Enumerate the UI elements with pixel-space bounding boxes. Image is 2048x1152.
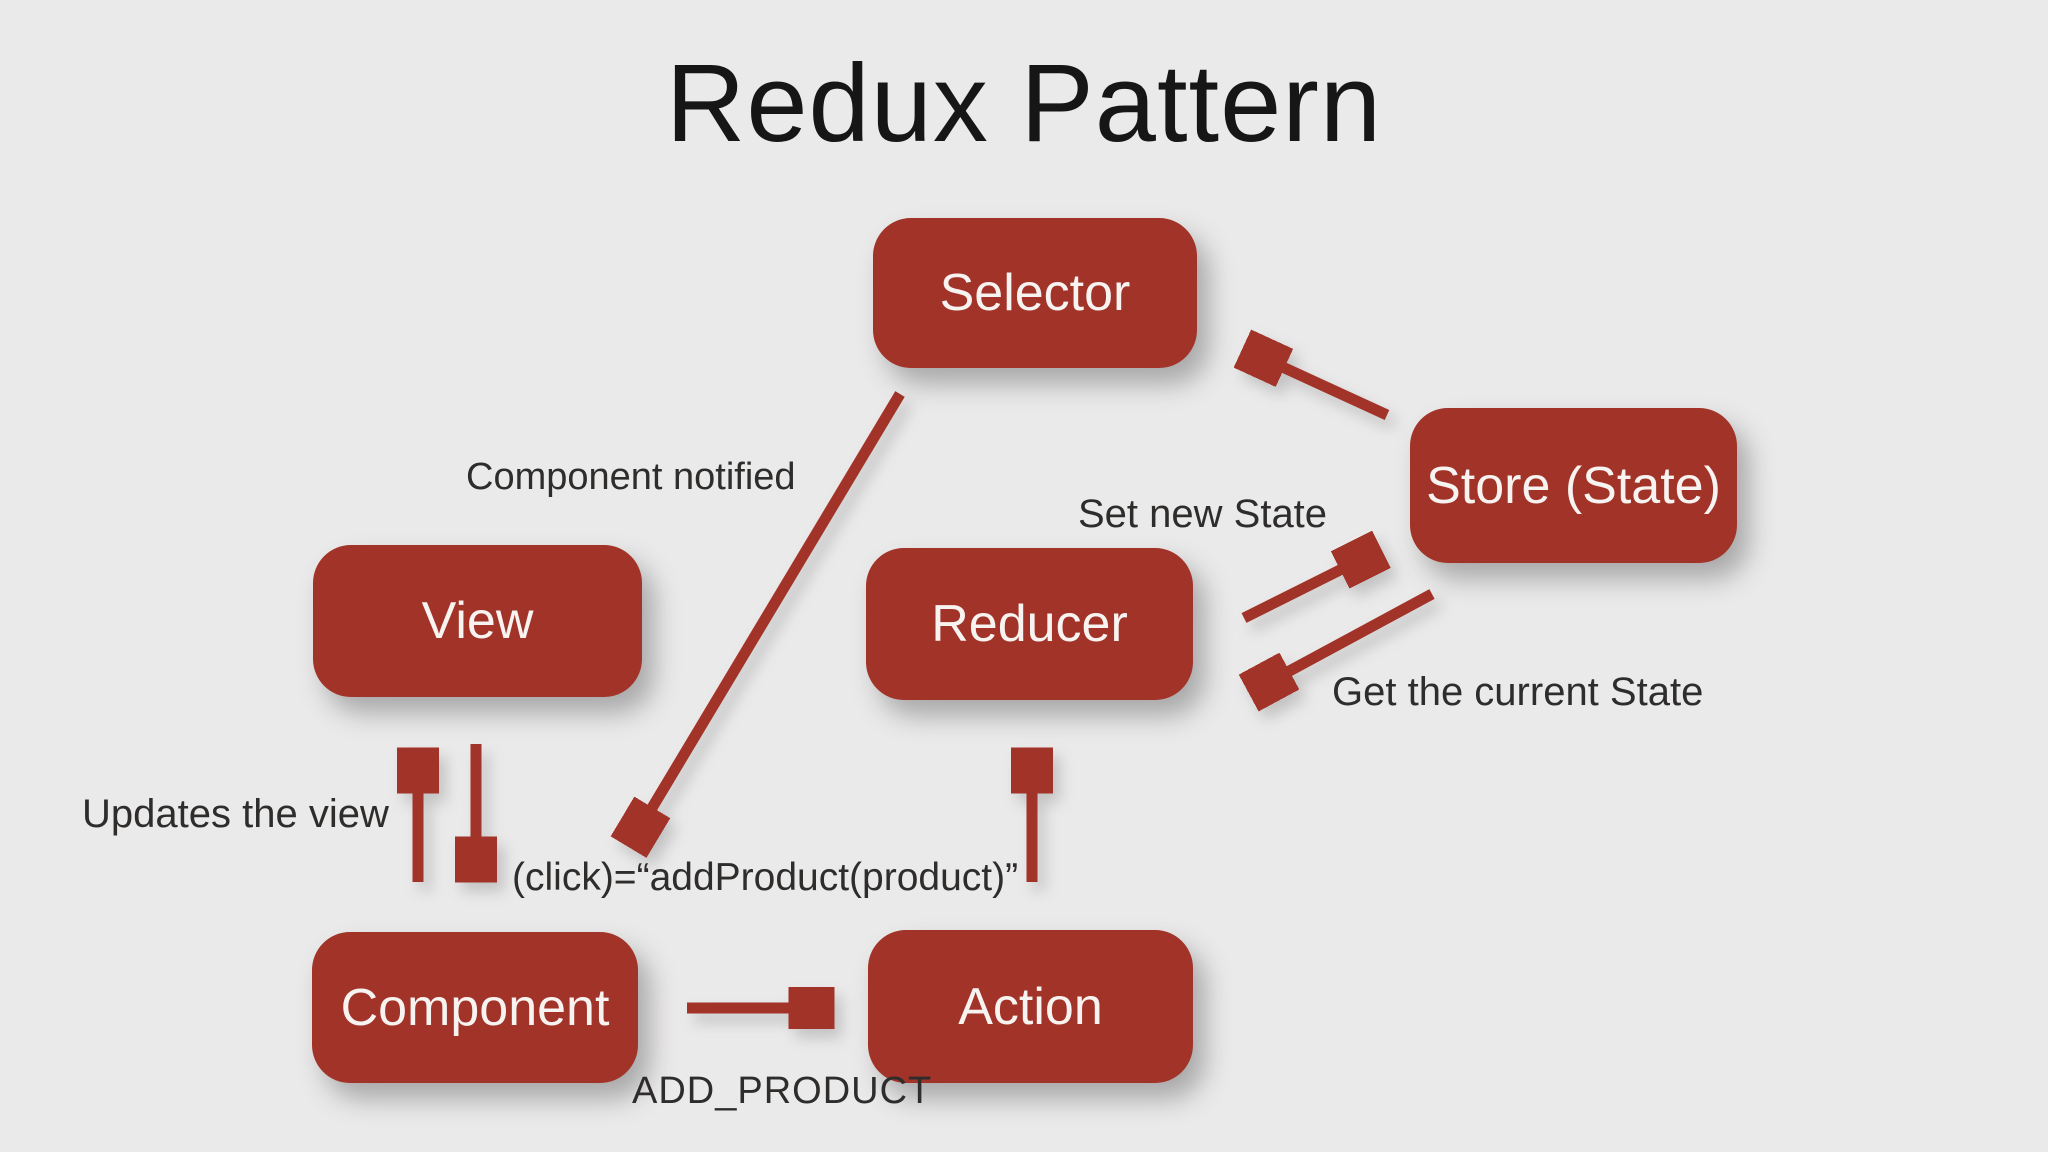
arrow-store-to-reducer [1258,589,1435,688]
arrow-store-to-selector [1252,353,1390,420]
node-store: Store (State) [1410,408,1737,563]
page-title: Redux Pattern [665,42,1383,165]
node-selector: Selector [873,218,1197,368]
edge-label-get-current-state: Get the current State [1332,670,1704,714]
edge-label-click-handler: (click)=“addProduct(product)” [512,856,1019,899]
edge-label-set-new-state: Set new State [1078,492,1328,536]
arrow-selector-to-component [634,391,905,838]
node-reducer: Reducer [866,548,1193,700]
node-component: Component [312,932,638,1083]
edge-label-updates-the-view: Updates the view [82,792,389,836]
node-action: Action [868,930,1193,1083]
edge-label-add-product: ADD_PRODUCT [632,1070,933,1112]
edge-label-component-notified: Component notified [466,456,796,498]
arrow-reducer-to-store [1241,554,1372,623]
node-view: View [313,545,642,697]
